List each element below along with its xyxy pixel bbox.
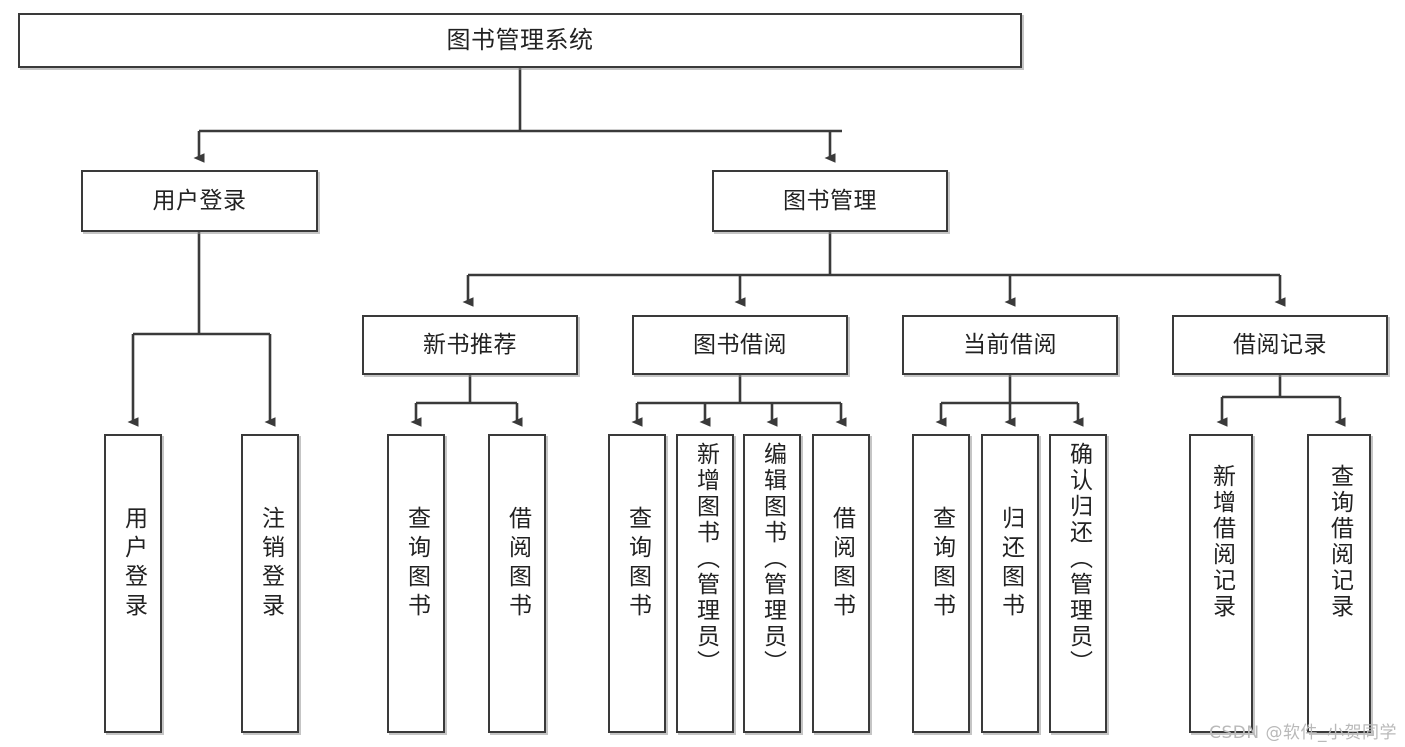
node-label: 查询图书 <box>403 506 430 622</box>
leaf-edit-book-admin[interactable]: 编辑图书（管理员） <box>743 434 801 733</box>
node-label: 借阅图书 <box>504 506 531 622</box>
leaf-logout[interactable]: 注销登录 <box>241 434 299 733</box>
leaf-add-borrow-record[interactable]: 新增借阅记录 <box>1189 434 1253 733</box>
leaf-borrow-query-book[interactable]: 查询图书 <box>608 434 666 733</box>
node-label: 用户登录 <box>120 506 147 622</box>
node-label: 当前借阅 <box>963 331 1057 358</box>
node-new-book-recommend[interactable]: 新书推荐 <box>362 315 578 375</box>
node-root-system[interactable]: 图书管理系统 <box>18 13 1022 68</box>
node-label: 图书管理 <box>783 187 877 214</box>
node-label: 新增图书（管理员） <box>692 442 719 676</box>
leaf-user-login[interactable]: 用户登录 <box>104 434 162 733</box>
watermark-text: CSDN @软件_小贺同学 <box>1209 723 1397 743</box>
node-label: 图书管理系统 <box>446 25 594 54</box>
node-label: 新书推荐 <box>423 331 517 358</box>
leaf-confirm-return-admin[interactable]: 确认归还（管理员） <box>1049 434 1107 733</box>
node-label: 查询图书 <box>928 506 955 622</box>
node-label: 用户登录 <box>152 187 247 214</box>
leaf-recommend-borrow-book[interactable]: 借阅图书 <box>488 434 546 733</box>
node-label: 确认归还（管理员） <box>1065 442 1092 676</box>
node-book-management[interactable]: 图书管理 <box>712 170 948 232</box>
node-label: 借阅记录 <box>1233 331 1327 358</box>
node-label: 查询借阅记录 <box>1326 464 1353 620</box>
node-borrow-record[interactable]: 借阅记录 <box>1172 315 1388 375</box>
node-current-borrow[interactable]: 当前借阅 <box>902 315 1118 375</box>
node-label: 图书借阅 <box>693 331 787 358</box>
node-label: 注销登录 <box>257 506 284 622</box>
node-label: 借阅图书 <box>828 506 855 622</box>
node-book-borrow[interactable]: 图书借阅 <box>632 315 848 375</box>
node-label: 新增借阅记录 <box>1208 464 1235 620</box>
node-label: 编辑图书（管理员） <box>759 442 786 676</box>
leaf-query-borrow-record[interactable]: 查询借阅记录 <box>1307 434 1371 733</box>
node-user-login[interactable]: 用户登录 <box>81 170 318 232</box>
leaf-return-book[interactable]: 归还图书 <box>981 434 1039 733</box>
node-label: 归还图书 <box>997 506 1024 622</box>
leaf-borrow-book[interactable]: 借阅图书 <box>812 434 870 733</box>
leaf-add-book-admin[interactable]: 新增图书（管理员） <box>676 434 734 733</box>
node-label: 查询图书 <box>624 506 651 622</box>
leaf-recommend-query-book[interactable]: 查询图书 <box>387 434 445 733</box>
leaf-current-query-book[interactable]: 查询图书 <box>912 434 970 733</box>
